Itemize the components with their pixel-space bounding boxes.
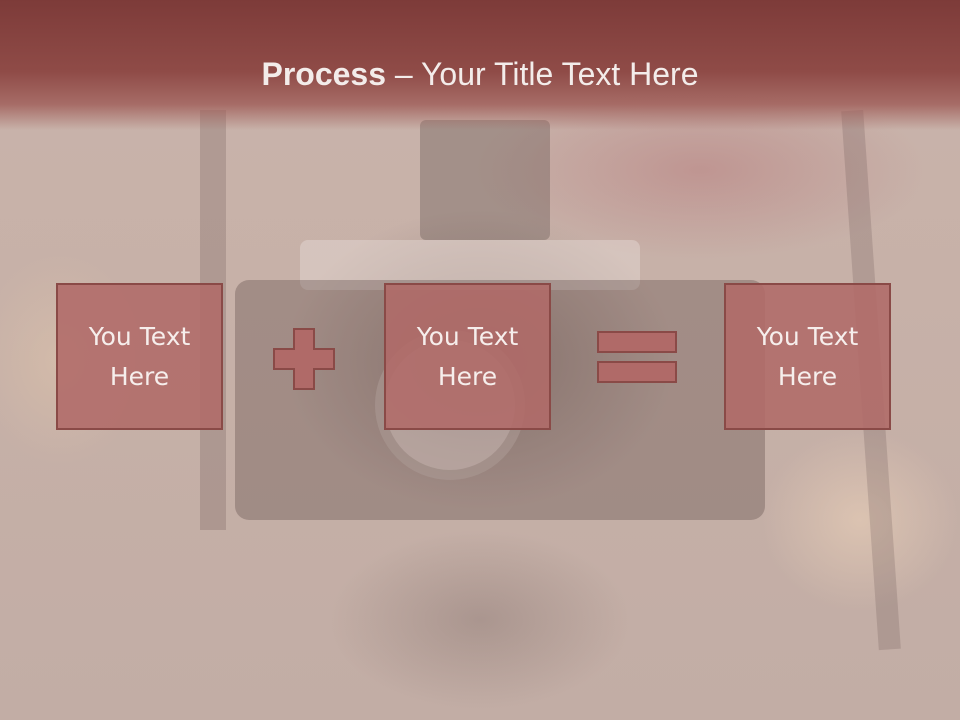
process-box-2-text: You Text Here: [416, 321, 519, 391]
title-rest: – Your Title Text Here: [386, 56, 699, 92]
title-bold: Process: [261, 56, 387, 92]
process-box-3-text: You Text Here: [756, 321, 859, 391]
camera-flash: [420, 120, 550, 240]
title-bar: Process – Your Title Text Here: [0, 0, 960, 130]
process-box-3[interactable]: You Text Here: [724, 283, 891, 430]
camera-top-plate: [300, 240, 640, 290]
equals-icon: [597, 331, 677, 383]
process-box-2[interactable]: You Text Here: [384, 283, 551, 430]
process-box-1[interactable]: You Text Here: [56, 283, 223, 430]
slide-title[interactable]: Process – Your Title Text Here: [0, 54, 960, 94]
process-box-1-text: You Text Here: [88, 321, 191, 391]
plus-icon: [273, 328, 335, 390]
